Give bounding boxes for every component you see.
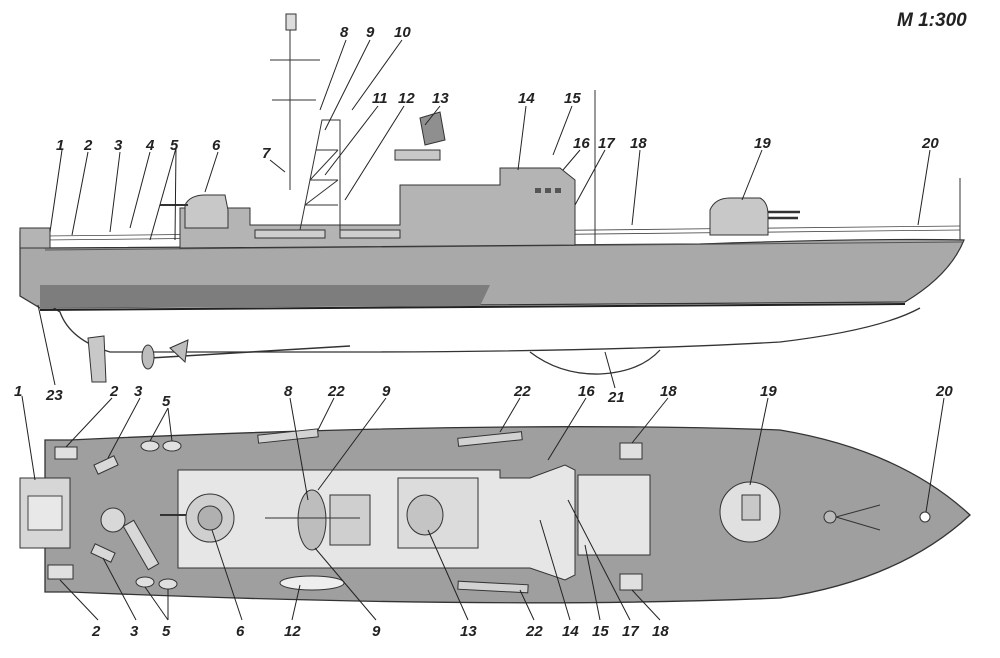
aft-deckhouse bbox=[19, 227, 51, 249]
side-label-2: 2 bbox=[83, 137, 93, 154]
rudder bbox=[87, 335, 107, 383]
plan-label-13: 13 bbox=[460, 623, 477, 640]
plan-label-6: 6 bbox=[236, 623, 245, 640]
plan-label-22-bottom: 22 bbox=[525, 623, 543, 640]
plan-label-1: 1 bbox=[14, 383, 22, 400]
plan-view bbox=[19, 426, 971, 604]
side-label-1: 1 bbox=[56, 137, 64, 154]
side-label-10: 10 bbox=[394, 24, 411, 41]
torpedo-launchers bbox=[254, 229, 401, 239]
superstructure-plan bbox=[177, 464, 576, 581]
lattice-mast bbox=[270, 13, 341, 231]
mast-plan bbox=[265, 489, 371, 551]
forward-gun-turret bbox=[709, 197, 800, 236]
torpedo-tubes-plan bbox=[257, 428, 529, 594]
plan-label-18-bottom: 18 bbox=[652, 623, 669, 640]
plan-label-19: 19 bbox=[760, 383, 777, 400]
aft-gun-plan bbox=[160, 493, 235, 543]
plan-label-22-top-a: 22 bbox=[327, 383, 345, 400]
anchor-gear bbox=[823, 504, 931, 531]
plan-view-labels: 1 2 3 5 8 9 22 22 16 18 19 20 2 3 5 6 12… bbox=[14, 383, 953, 640]
superstructure bbox=[179, 167, 576, 249]
boot-topping bbox=[40, 285, 490, 308]
side-leader-lines bbox=[37, 39, 931, 389]
plan-label-15: 15 bbox=[592, 623, 609, 640]
plan-label-17: 17 bbox=[622, 623, 639, 640]
plan-label-8: 8 bbox=[284, 383, 293, 400]
side-label-17: 17 bbox=[598, 135, 615, 152]
side-label-13: 13 bbox=[432, 90, 449, 107]
side-label-11: 11 bbox=[372, 90, 388, 107]
side-label-23: 23 bbox=[45, 387, 63, 404]
side-view-labels: 1 2 3 4 5 6 7 8 9 10 11 12 13 14 15 16 1… bbox=[45, 24, 939, 406]
plan-label-9-bottom: 9 bbox=[372, 623, 381, 640]
radar-plan bbox=[397, 477, 479, 549]
side-label-16: 16 bbox=[573, 135, 590, 152]
depth-charge-racks bbox=[90, 455, 160, 571]
side-label-12: 12 bbox=[398, 90, 415, 107]
plan-label-3-bottom: 3 bbox=[130, 623, 139, 640]
side-label-20: 20 bbox=[921, 135, 939, 152]
boat bbox=[279, 575, 345, 591]
aft-gun-mount bbox=[184, 194, 229, 229]
plan-label-14: 14 bbox=[562, 623, 579, 640]
side-label-21: 21 bbox=[607, 389, 625, 406]
side-label-3: 3 bbox=[114, 137, 123, 154]
plan-label-12: 12 bbox=[284, 623, 301, 640]
propeller bbox=[141, 339, 351, 370]
side-label-4: 4 bbox=[145, 137, 155, 154]
bridge-windows bbox=[535, 188, 561, 193]
side-label-7: 7 bbox=[262, 145, 271, 162]
side-label-5: 5 bbox=[170, 137, 179, 154]
plan-label-18-top: 18 bbox=[660, 383, 677, 400]
side-label-8: 8 bbox=[340, 24, 349, 41]
plan-label-2-top: 2 bbox=[109, 383, 119, 400]
sonar-dome bbox=[529, 349, 661, 375]
plan-label-5-bottom: 5 bbox=[162, 623, 171, 640]
forward-gun-plan bbox=[719, 481, 781, 543]
side-label-18: 18 bbox=[630, 135, 647, 152]
plan-label-3-top: 3 bbox=[134, 383, 143, 400]
plan-label-5-top: 5 bbox=[162, 393, 171, 410]
side-profile bbox=[19, 13, 965, 383]
plan-leader-lines bbox=[21, 395, 945, 621]
radar-dish bbox=[394, 111, 446, 161]
life-rafts bbox=[47, 440, 643, 591]
plan-label-2-bottom: 2 bbox=[91, 623, 101, 640]
side-label-6: 6 bbox=[212, 137, 221, 154]
plan-label-22-top-b: 22 bbox=[513, 383, 531, 400]
side-label-19: 19 bbox=[754, 135, 771, 152]
plan-label-20: 20 bbox=[935, 383, 953, 400]
side-label-9: 9 bbox=[366, 24, 375, 41]
forward-deck-platform bbox=[577, 474, 651, 556]
side-label-15: 15 bbox=[564, 90, 581, 107]
plan-label-16: 16 bbox=[578, 383, 595, 400]
side-label-14: 14 bbox=[518, 90, 535, 107]
scale-label: M 1:300 bbox=[897, 10, 967, 31]
plan-label-9-top: 9 bbox=[382, 383, 391, 400]
